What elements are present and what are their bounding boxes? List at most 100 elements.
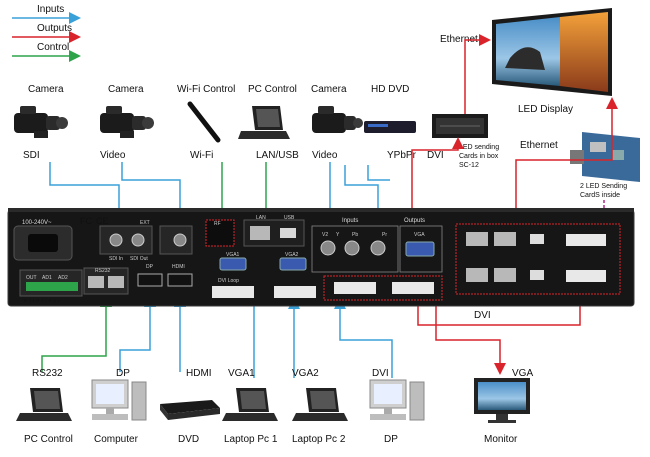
hd-dvd-title: HD DVD: [371, 84, 409, 95]
usb-port[interactable]: [280, 228, 296, 238]
legend-outputs-label: Outputs: [37, 23, 72, 34]
vga-out-port[interactable]: [405, 241, 435, 257]
pb-pr-port[interactable]: [370, 240, 386, 256]
camera-sdi-title: Camera: [28, 84, 64, 95]
line-rs232: [41, 295, 112, 372]
inputs-group-label: Inputs: [342, 218, 358, 224]
line-ypbpr-1: [344, 165, 384, 231]
led-display-label: LED Display: [518, 104, 573, 115]
card2-lan-port-1[interactable]: [466, 268, 488, 282]
line-video: [121, 162, 186, 231]
line-sdi: [49, 162, 125, 231]
card1-dvi-port[interactable]: [566, 234, 606, 246]
bottom-dp-label: DP: [116, 368, 130, 379]
line-dp: [119, 295, 156, 372]
sending-box-line1: LED sending: [459, 144, 499, 151]
camera-sdi-icon: [14, 106, 68, 138]
card2-dvi-port[interactable]: [566, 270, 606, 282]
dp-label: DP: [146, 264, 154, 270]
ethernet-right-label: Ethernet: [520, 140, 558, 151]
dvd-label: DVD: [178, 434, 199, 445]
sending-card-icon: [570, 132, 640, 182]
fc-mark: FC: [80, 216, 92, 226]
ext-port[interactable]: [173, 233, 187, 247]
sdi-in-port[interactable]: [109, 233, 123, 247]
card1-lan-port-2[interactable]: [494, 232, 516, 246]
card2-lan-port-2[interactable]: [494, 268, 516, 282]
line-dvi-loop-out: [417, 295, 581, 326]
pb-label: Pb: [352, 232, 358, 238]
vga2-label: VGA2: [285, 252, 299, 258]
legend-inputs-label: Inputs: [37, 4, 64, 15]
wifi-control-title: Wi-Fi Control: [177, 84, 235, 95]
vga-out-label: VGA: [414, 232, 425, 238]
laptop1-label: Laptop Pc 1: [224, 434, 278, 445]
ethernet-top-label: Ethernet: [440, 34, 478, 45]
dvi-in-port[interactable]: [274, 286, 316, 298]
lan-usb-port-label: LAN/USB: [256, 150, 299, 161]
sdi-out-label: SDI Out: [130, 256, 148, 262]
rs232-port-1[interactable]: [88, 276, 104, 288]
laptop-pc2-icon: [292, 388, 348, 421]
ce-mark: CE: [96, 216, 109, 226]
usb-label: USB: [284, 215, 295, 221]
dp-device-label: DP: [384, 434, 398, 445]
bottom-vga1-label: VGA1: [228, 368, 255, 379]
monitor-icon: [474, 378, 530, 423]
dvi-out-port-1[interactable]: [334, 282, 376, 294]
laptop-pc-control-icon: [238, 106, 290, 139]
video2-port-label: Video: [312, 150, 338, 161]
line-ethernet-right: [515, 97, 618, 232]
video-port-label: Video: [100, 150, 126, 161]
card1-usb-port[interactable]: [530, 234, 544, 244]
dvi-loop-label: DVI Loop: [218, 278, 239, 284]
sdi-port-label: SDI: [23, 150, 40, 161]
vga2-port[interactable]: [279, 257, 307, 271]
sending-box-line3: SC-12: [459, 162, 479, 169]
lan-port[interactable]: [250, 226, 270, 240]
sending-cards-line1: 2 LED Sending: [580, 183, 627, 190]
sending-box-icon: [432, 114, 488, 138]
vga1-label: VGA1: [226, 252, 240, 258]
card1-lan-port-1[interactable]: [466, 232, 488, 246]
sdi-in-label: SDI In: [109, 256, 123, 262]
legend-control-label: Control: [37, 42, 69, 53]
sending-box-line2: Cards in box: [459, 153, 499, 160]
dp-port[interactable]: [137, 273, 163, 287]
pc-control-bottom-label: PC Control: [24, 434, 73, 445]
bottom-hdmi-label: HDMI: [186, 368, 212, 379]
rs232-label: RS232: [95, 268, 111, 274]
led-display-icon: [492, 8, 612, 96]
line-dvi-to-box: [411, 137, 464, 240]
dvi-loop-port[interactable]: [212, 286, 254, 298]
line-vga-to-monitor: [435, 305, 506, 375]
sdi-out-port[interactable]: [131, 233, 145, 247]
pc-control-title: PC Control: [248, 84, 297, 95]
monitor-label: Monitor: [484, 434, 518, 445]
line-ypbpr-2: [367, 165, 390, 181]
laptop2-label: Laptop Pc 2: [292, 434, 346, 445]
bottom-rs232-label: RS232: [32, 368, 63, 379]
rs232-port-2[interactable]: [108, 276, 124, 288]
audio-pins-label: R ⏚ L R ⏚ L R ⏚ L: [24, 297, 61, 303]
card2-usb-port[interactable]: [530, 270, 544, 280]
y-port[interactable]: [344, 240, 360, 256]
computer-icon: [91, 379, 147, 421]
rf-port[interactable]: [205, 219, 235, 247]
vga1-port[interactable]: [219, 257, 247, 271]
dvi-top-label: DVI: [427, 150, 444, 161]
computer-label: Computer: [94, 434, 139, 445]
camera-video2-icon: [312, 106, 363, 133]
audio-terminal[interactable]: [26, 282, 78, 291]
camera-video-title: Camera: [108, 84, 144, 95]
hdmi-port[interactable]: [167, 273, 193, 287]
dvd-player-icon: [364, 121, 416, 133]
audio-ad2-label: AD2: [58, 275, 68, 281]
v2-port[interactable]: [320, 240, 336, 256]
line-ethernet-to-display: [464, 34, 491, 114]
dvi-out-port-2[interactable]: [392, 282, 434, 294]
y-label: Y: [336, 232, 340, 238]
sending-cards-line2: CardS inside: [580, 192, 620, 199]
